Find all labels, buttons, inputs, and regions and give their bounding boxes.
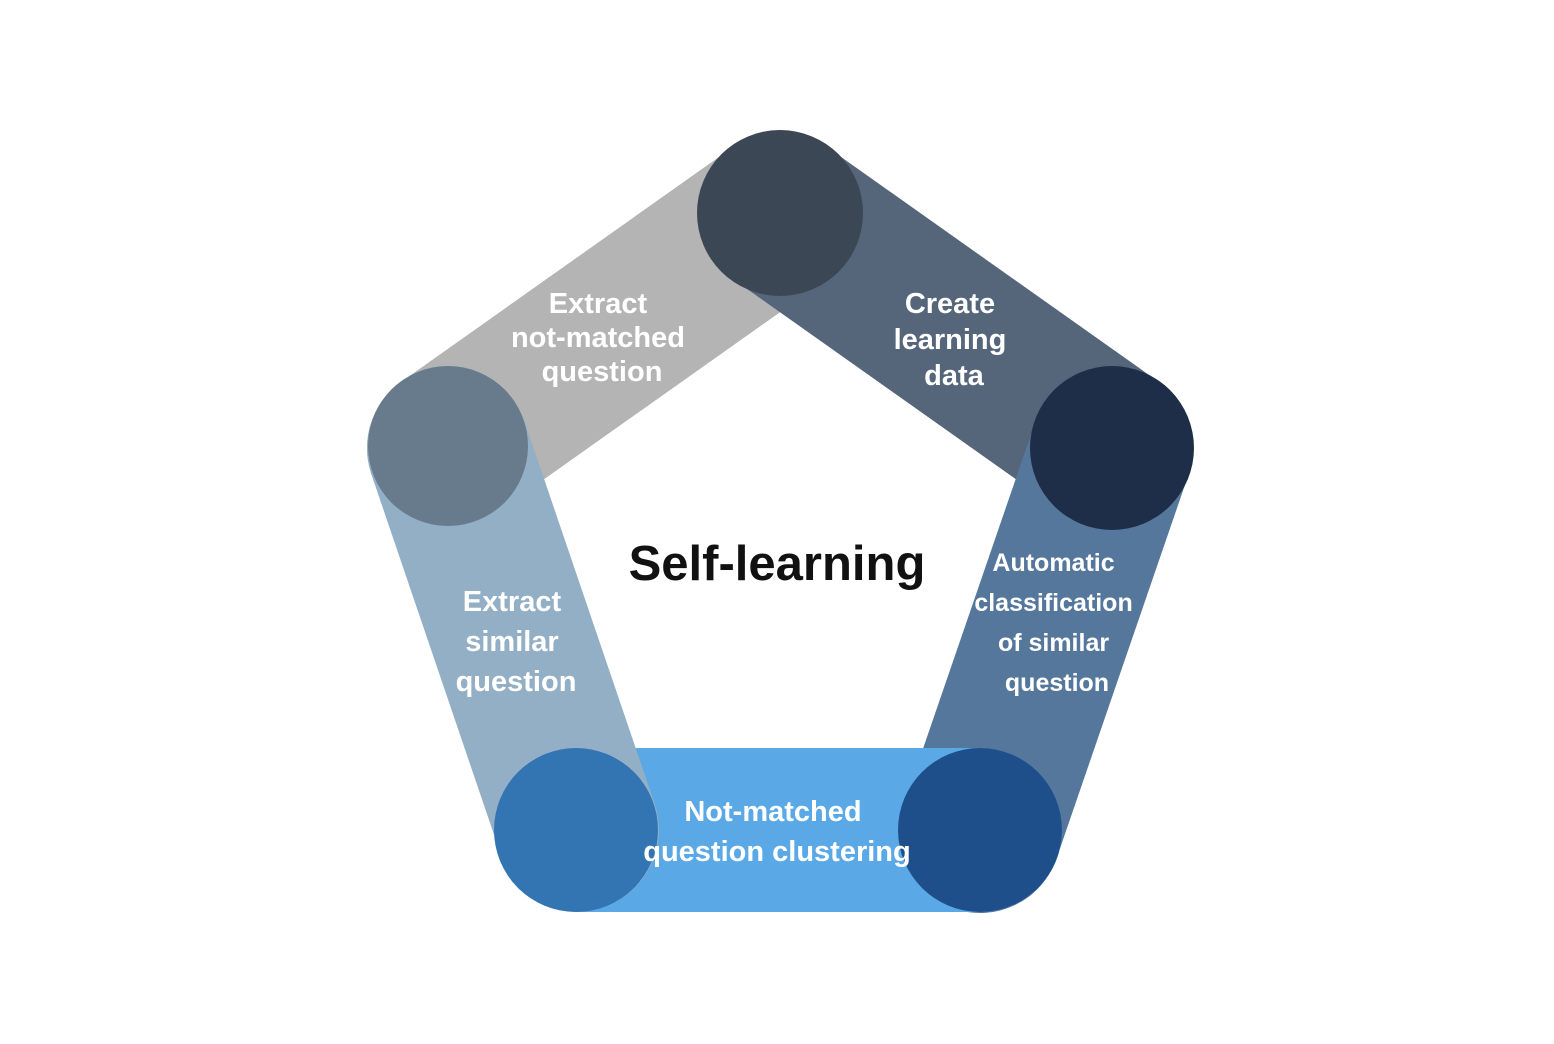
node-left <box>368 366 528 526</box>
node-bottom-left <box>494 748 658 912</box>
cycle-nodes <box>368 130 1194 912</box>
step-label-automatic-classification: Automatic classification of similar ques… <box>974 549 1139 697</box>
step-label-clustering: Not-matched question clustering <box>643 796 910 868</box>
step-label-create-learning-data: Create learning data <box>894 288 1015 392</box>
step-label-extract-similar: Extract similar question <box>456 586 577 698</box>
node-top <box>697 130 863 296</box>
cycle-bands <box>367 132 1193 913</box>
step-label-extract-not-matched: Extract not-matched question <box>511 288 693 388</box>
node-bottom-right <box>898 748 1062 912</box>
node-right <box>1030 366 1194 530</box>
diagram-title: Self-learning <box>629 537 926 591</box>
